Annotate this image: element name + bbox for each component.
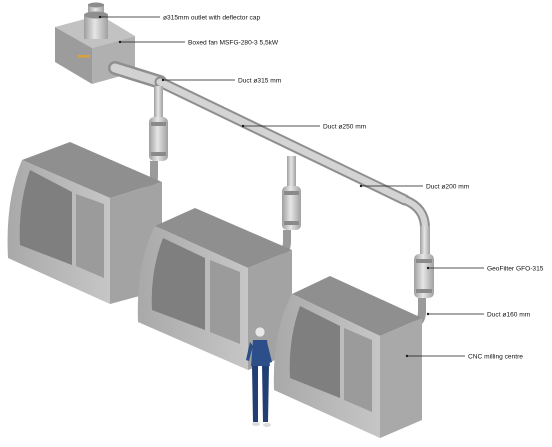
label-fan: Boxed fan MSFG-280-3 5,5kW	[188, 40, 279, 47]
main-duct-run	[108, 61, 430, 260]
cnc-machine-1	[7, 142, 162, 304]
label-duct-200: Duct ø200 mm	[426, 184, 470, 191]
leader-lines	[98, 15, 484, 358]
filter-cartridge-icon	[149, 117, 168, 161]
label-duct-315: Duct ø315 mm	[238, 78, 282, 85]
branch-duct-2	[278, 156, 301, 259]
filter-cartridge-icon	[282, 186, 301, 230]
label-duct-160: Duct ø160 mm	[487, 312, 531, 319]
label-filter: GeoFilter GFO-315	[487, 266, 544, 273]
cnc-machine-2	[137, 208, 292, 370]
fan-accent-strip	[78, 55, 90, 58]
operator-figure-icon	[246, 326, 272, 427]
filter-cartridge-icon	[414, 254, 434, 298]
label-duct-250: Duct ø250 mm	[323, 124, 367, 131]
boxed-fan-unit-icon	[55, 11, 135, 84]
branch-duct-3	[413, 254, 434, 328]
cnc-machine-3	[273, 276, 422, 438]
branch-duct-1	[145, 86, 168, 193]
label-cnc: CNC milling centre	[468, 354, 523, 361]
label-outlet: ø315mm outlet with deflector cap	[163, 15, 260, 22]
